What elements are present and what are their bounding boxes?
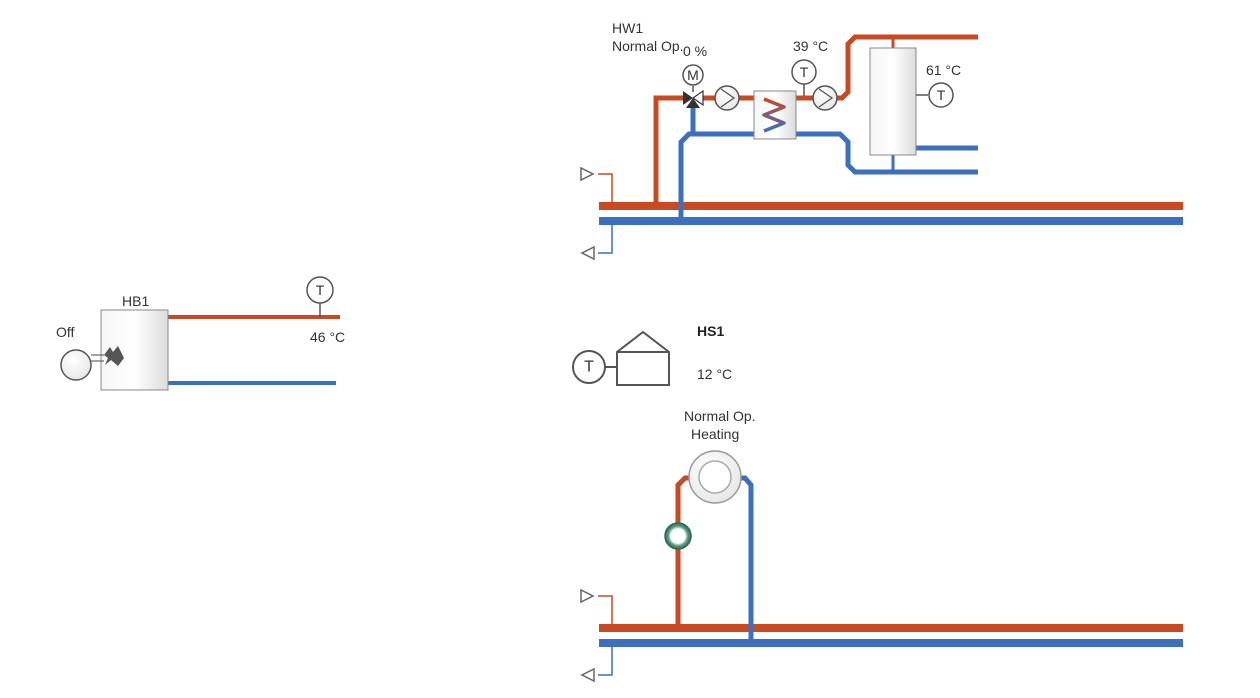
hb1-sensor-symbol: T bbox=[316, 282, 325, 298]
tank-temp-sensor-icon[interactable]: T bbox=[928, 82, 954, 108]
hw1-tank-temp: 61 °C bbox=[926, 62, 961, 78]
hw1-outlet-arrow-icon bbox=[580, 221, 613, 261]
hs1-name: HS1 bbox=[697, 323, 724, 339]
hb1-group: HB1 Off T 46 °C bbox=[56, 276, 345, 391]
tank-sensor-symbol: T bbox=[937, 87, 946, 103]
hb1-burner-state: Off bbox=[56, 324, 75, 340]
radiator-icon[interactable] bbox=[688, 450, 742, 504]
boiler-icon[interactable] bbox=[100, 309, 169, 391]
hw1-flow-temp: 39 °C bbox=[793, 38, 828, 54]
hb1-temp-sensor-icon[interactable]: T bbox=[306, 276, 334, 317]
hw1-name: HW1 bbox=[612, 20, 643, 36]
hw1-secondary-pump-icon[interactable] bbox=[812, 85, 838, 111]
hs1-sensor-symbol: T bbox=[584, 359, 594, 376]
hw1-flow-sensor-symbol: T bbox=[800, 64, 809, 80]
hs1-return-pipe bbox=[741, 475, 754, 643]
hw1-inlet-arrow-icon bbox=[580, 166, 613, 206]
hw1-valve-position: 0 % bbox=[683, 43, 707, 59]
hb1-name: HB1 bbox=[122, 293, 149, 309]
hw1-flow-temp-sensor-icon[interactable]: T bbox=[791, 59, 817, 96]
hw1-return-branch bbox=[678, 131, 978, 221]
hw1-status: Normal Op. bbox=[612, 38, 684, 54]
hw1-supply-branch bbox=[653, 95, 683, 206]
hs1-room-temp: 12 °C bbox=[697, 366, 732, 382]
room-temp-sensor-icon[interactable]: T bbox=[572, 350, 606, 384]
motor-icon bbox=[682, 64, 704, 86]
hs1-mode-line1: Normal Op. bbox=[684, 408, 756, 424]
burner-fan-icon[interactable] bbox=[60, 349, 92, 381]
hs1-group: T HS1 12 °C Normal Op. Heating bbox=[572, 323, 1183, 683]
heat-exchanger-icon[interactable] bbox=[753, 90, 797, 140]
hb1-flow-temp: 46 °C bbox=[310, 329, 345, 345]
hs1-inlet-arrow-icon bbox=[580, 588, 613, 628]
house-icon bbox=[616, 330, 670, 386]
mixing-valve-icon[interactable]: M bbox=[682, 64, 704, 108]
hw1-group: HW1 Normal Op. 0 % M T 39 °C bbox=[580, 20, 1183, 261]
flame-icon bbox=[104, 346, 124, 366]
hs1-outlet-arrow-icon bbox=[580, 643, 613, 683]
storage-tank-icon[interactable] bbox=[869, 47, 917, 156]
hs1-supply-pipe bbox=[675, 475, 690, 628]
hs1-pump-icon[interactable] bbox=[664, 522, 692, 550]
hw1-primary-pump-icon[interactable] bbox=[714, 85, 740, 111]
motor-symbol: M bbox=[687, 67, 699, 83]
hs1-mode-line2: Heating bbox=[691, 426, 739, 442]
